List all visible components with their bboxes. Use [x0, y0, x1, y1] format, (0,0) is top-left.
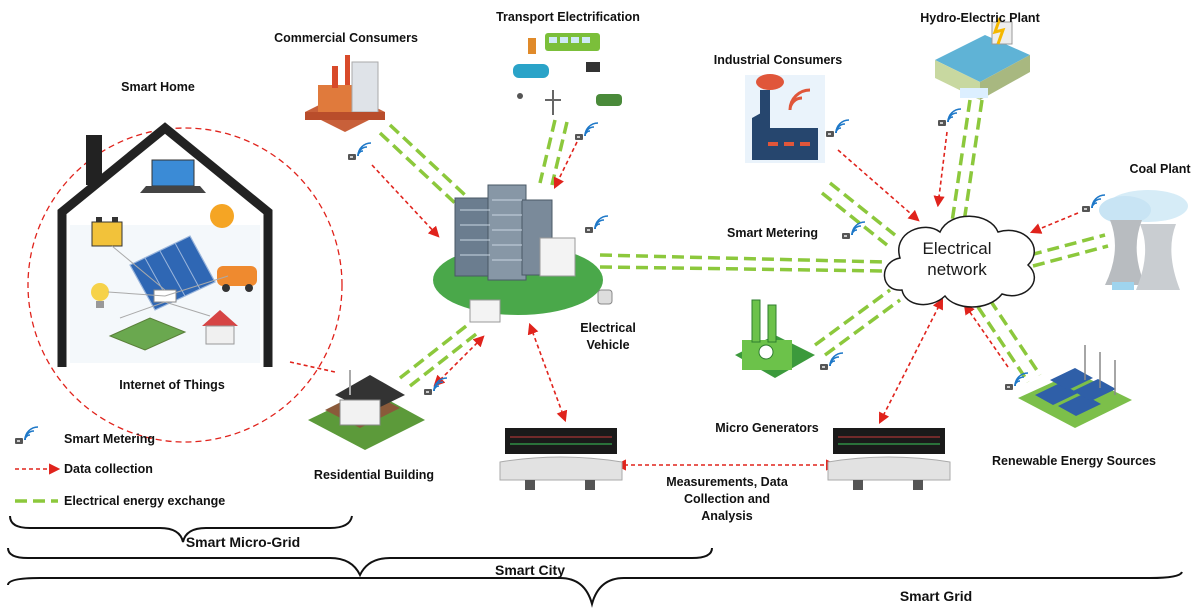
- data-arrow-renewable: [963, 303, 1009, 368]
- transport-icon: [513, 33, 622, 115]
- energy-link-hydro: [950, 99, 984, 223]
- label-internet-of-things: Internet of Things: [119, 378, 225, 392]
- meter-wifi-icon: [423, 377, 448, 396]
- legend-energy-exchange-label: Electrical energy exchange: [64, 494, 226, 508]
- brace-city: [7, 547, 713, 578]
- meter-wifi-icon: [574, 122, 599, 141]
- meter-wifi-icon: [841, 221, 866, 240]
- data-arrow-city-control: [527, 322, 568, 423]
- energy-link-coal: [1029, 233, 1109, 268]
- label-renewable-energy-sources: Renewable Energy Sources: [992, 454, 1156, 468]
- data-arrow-transport: [553, 141, 578, 190]
- control-room-icon: [499, 428, 623, 490]
- data-arrow-commercial: [371, 164, 440, 238]
- legend-meter-icon: [14, 426, 39, 445]
- label-commercial-consumers: Commercial Consumers: [274, 31, 418, 45]
- meter-wifi-icon: [937, 108, 962, 127]
- scope-braces: [7, 515, 1183, 608]
- label-smart-micro-grid: Smart Micro-Grid: [185, 534, 301, 550]
- cooling-tower-icon: [1099, 190, 1188, 290]
- label-residential-building: Residential Building: [313, 468, 435, 482]
- data-arrow-iot-residential: [289, 361, 336, 373]
- data-arrow-control-network: [878, 298, 944, 424]
- energy-links: [378, 99, 1109, 388]
- label-measurements: Measurements, Data Collection and Analys…: [666, 475, 788, 523]
- label-smart-home: Smart Home: [121, 80, 195, 94]
- commercial-factory-icon: [305, 55, 385, 132]
- smart-city-building-icon: [433, 184, 613, 323]
- industrial-factory-icon: [745, 74, 825, 163]
- solar-farm-icon: [1018, 345, 1132, 428]
- energy-link-residential: [398, 321, 482, 388]
- label-micro-generators: Micro Generators: [715, 421, 819, 435]
- residential-house-icon: [308, 370, 425, 450]
- data-arrow-coal: [1029, 212, 1079, 234]
- data-arrow-residential: [433, 335, 485, 387]
- label-electrical-network: Electrical network: [922, 239, 992, 279]
- meter-wifi-icon: [825, 119, 850, 138]
- energy-link-commercial: [378, 123, 467, 205]
- energy-link-micro: [813, 288, 902, 357]
- label-transport-electrification: Transport Electrification: [496, 10, 640, 24]
- label-smart-grid: Smart Grid: [899, 588, 973, 604]
- meter-wifi-icon: [819, 352, 844, 371]
- label-smart-metering: Smart Metering: [727, 226, 818, 240]
- meter-wifi-icon: [347, 142, 372, 161]
- label-smart-city: Smart City: [494, 562, 566, 578]
- label-industrial-consumers: Industrial Consumers: [713, 53, 843, 67]
- data-arrow-industrial: [837, 149, 920, 222]
- dam-icon: [935, 17, 1030, 100]
- control-room-icon: [827, 428, 951, 490]
- energy-link-transport: [538, 119, 569, 186]
- smart-home-house-icon: [57, 122, 273, 367]
- energy-link-city-network: [599, 253, 886, 273]
- energy-link-renewable: [976, 299, 1042, 383]
- micro-generator-icon: [735, 299, 815, 378]
- cloud-icon: [883, 215, 1035, 308]
- label-electrical-vehicle: Electrical Vehicle: [580, 321, 636, 352]
- brace-grid: [7, 571, 1183, 608]
- smart-home-boundary: [27, 127, 343, 443]
- data-arrow-hydro: [933, 131, 948, 208]
- legend-data-collection-label: Data collection: [64, 462, 153, 476]
- label-coal-plant: Coal Plant: [1129, 162, 1191, 176]
- meter-wifi-icon: [584, 215, 609, 234]
- energy-link-industrial: [820, 181, 897, 247]
- brace-micro-grid: [9, 515, 353, 543]
- data-arrows: [289, 131, 1079, 471]
- legend-smart-metering-label: Smart Metering: [64, 432, 155, 446]
- label-hydro-electric-plant: Hydro-Electric Plant: [920, 11, 1040, 25]
